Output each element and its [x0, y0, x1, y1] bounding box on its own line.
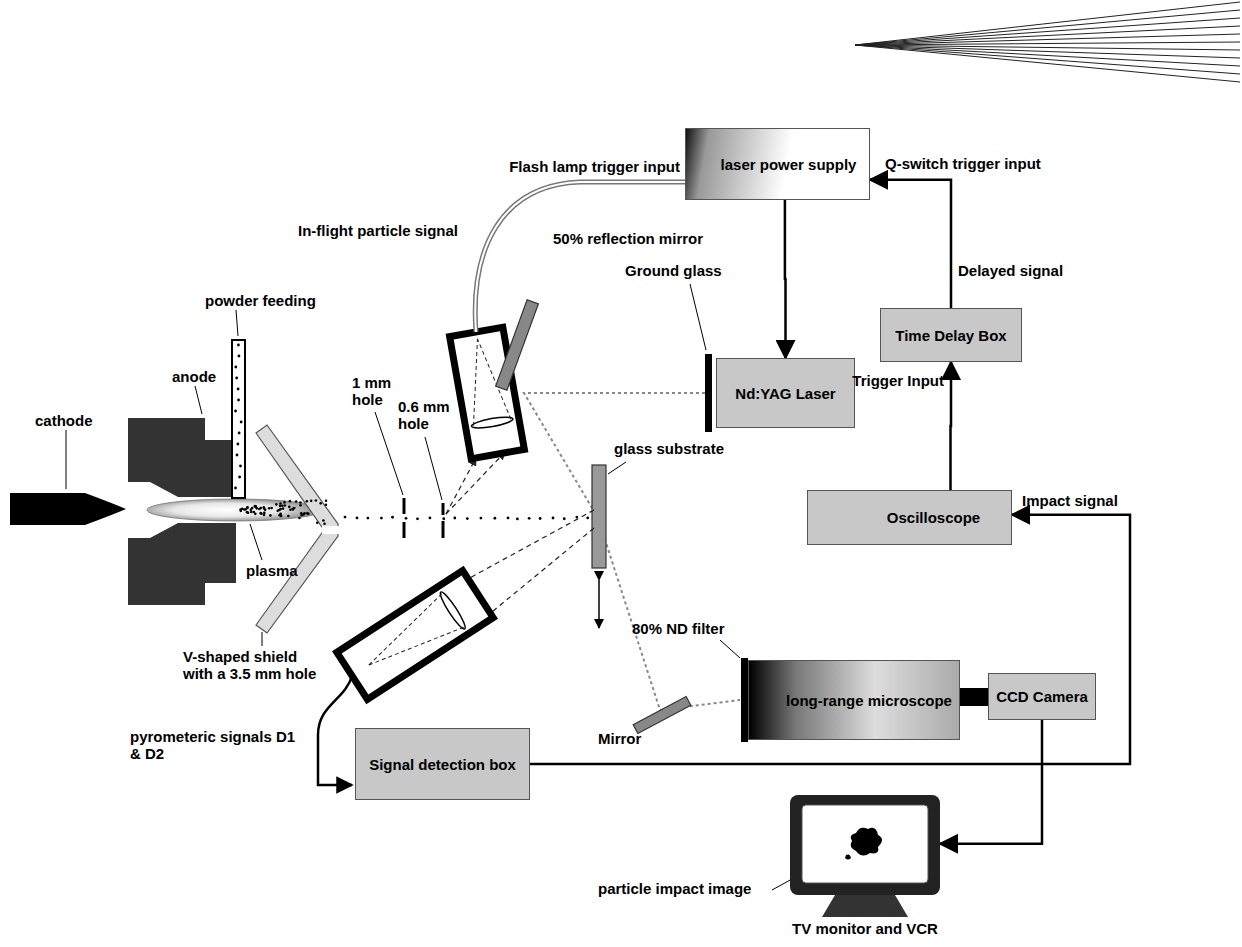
motion-arrow: [598, 580, 600, 628]
leader-line: [690, 284, 706, 350]
part-label: Impact signal: [1022, 492, 1137, 509]
box-label: Oscilloscope: [887, 509, 980, 526]
part-label: 0.6 mm hole: [398, 398, 454, 433]
monitor-drawing: [790, 795, 940, 917]
mirror: [633, 697, 691, 734]
part-label: plasma: [246, 562, 316, 579]
hole-plate: [403, 498, 406, 514]
part-label: Ground glass: [625, 262, 735, 279]
part-label: Delayed signal: [958, 262, 1093, 279]
box-label: Time Delay Box: [895, 327, 1006, 344]
part-label: anode: [172, 368, 242, 385]
hole-plate: [442, 503, 445, 515]
power-supply-box: laser power supply: [685, 128, 870, 200]
optical-fiber: [475, 182, 685, 332]
ground-glass: [705, 354, 712, 432]
leader-line: [262, 632, 263, 646]
signal-connector: [784, 200, 787, 358]
box-label: laser power supply: [721, 156, 857, 173]
optical-fiber: [475, 182, 685, 332]
part-label: Trigger Input: [830, 372, 944, 389]
anode: [128, 523, 236, 605]
part-label: pyrometeric signals D1 & D2: [130, 728, 305, 763]
monitor-caption: TV monitor and VCR: [792, 920, 938, 937]
part-label: V-shaped shield with a 3.5 mm hole: [183, 648, 328, 683]
leader-line: [425, 437, 442, 500]
leader-line: [608, 462, 626, 474]
laser-box: Nd:YAG Laser: [716, 358, 855, 428]
box-label: long-range microscope: [786, 692, 952, 709]
part-label: Mirror: [598, 730, 660, 747]
part-label: powder feeding: [205, 292, 335, 309]
box-label: Signal detection box: [369, 756, 516, 773]
powder-tube: [232, 340, 245, 498]
part-label: 1 mm hole: [352, 374, 394, 409]
light-ray: [446, 458, 476, 514]
signal-connector: [870, 180, 951, 308]
cathode: [10, 493, 126, 525]
camera-box: CCD Camera: [988, 673, 1096, 720]
oscilloscope-box: Oscilloscope: [807, 490, 1012, 545]
half-mirror: [496, 300, 539, 391]
part-label: glass substrate: [614, 440, 749, 457]
detection-box: Signal detection box: [355, 728, 530, 800]
fan-lines: [855, 2, 1240, 82]
part-label: cathode: [35, 412, 115, 429]
tv-monitor: TV monitor and VCR: [790, 795, 940, 917]
delay-box: Time Delay Box: [880, 308, 1022, 362]
signal-connector: [530, 515, 1130, 764]
plasma: [147, 499, 323, 521]
hole-plate: [403, 522, 406, 538]
part-label: Q-switch trigger input: [885, 155, 1085, 172]
microscope-box: long-range microscope: [748, 660, 960, 740]
signal-connector: [949, 362, 952, 490]
box-label: CCD Camera: [996, 688, 1088, 705]
box-label: Nd:YAG Laser: [735, 385, 835, 402]
hole-plate: [442, 521, 445, 538]
pyrometer: [337, 571, 493, 700]
nd-filter: [741, 658, 748, 742]
leader-line: [66, 430, 67, 489]
leader-line: [195, 386, 202, 414]
shield-hole: [322, 526, 340, 534]
anode: [128, 418, 236, 497]
leader-line: [236, 310, 238, 336]
part-label: particle impact image: [598, 880, 776, 897]
part-label: 50% reflection mirror: [553, 230, 738, 247]
leader-line: [720, 640, 740, 658]
leader-line: [250, 524, 262, 560]
optical-fiber: [318, 676, 352, 785]
glass-substrate: [592, 465, 606, 568]
part-label: Flash lamp trigger input: [488, 158, 680, 175]
part-label: 80% ND filter: [632, 620, 752, 637]
part-label: In-flight particle signal: [262, 222, 458, 239]
